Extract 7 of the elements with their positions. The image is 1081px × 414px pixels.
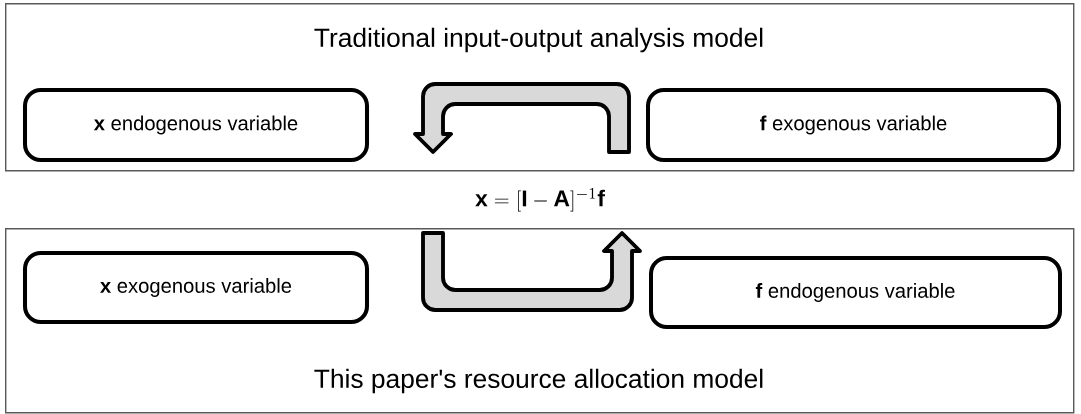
formula: $\mathbf{x}=[\mathbf{I}-\mathbf{A}]^{-1}\mathbf{f}$ — [475, 188, 605, 212]
variable-box: x endogenous variable — [23, 88, 370, 162]
variable-box: f exogenous variable — [646, 88, 1062, 162]
u-turn-arrow — [413, 82, 631, 154]
variable-box: f endogenous variable — [649, 256, 1063, 330]
variable-box: x exogenous variable — [23, 251, 370, 324]
u-turn-arrow — [421, 231, 642, 312]
